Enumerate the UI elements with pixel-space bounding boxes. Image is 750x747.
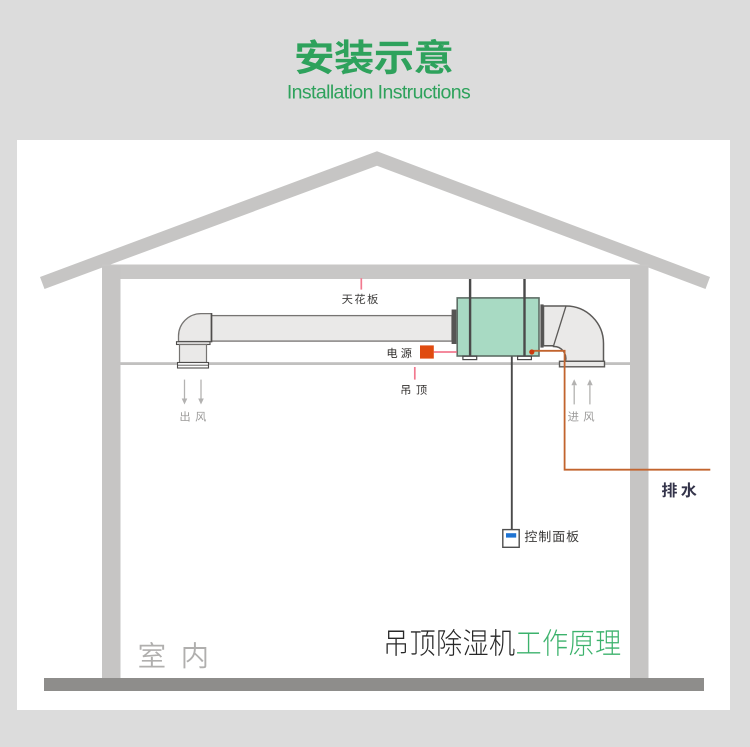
svg-text:Installation Instructions: Installation Instructions (287, 81, 471, 103)
